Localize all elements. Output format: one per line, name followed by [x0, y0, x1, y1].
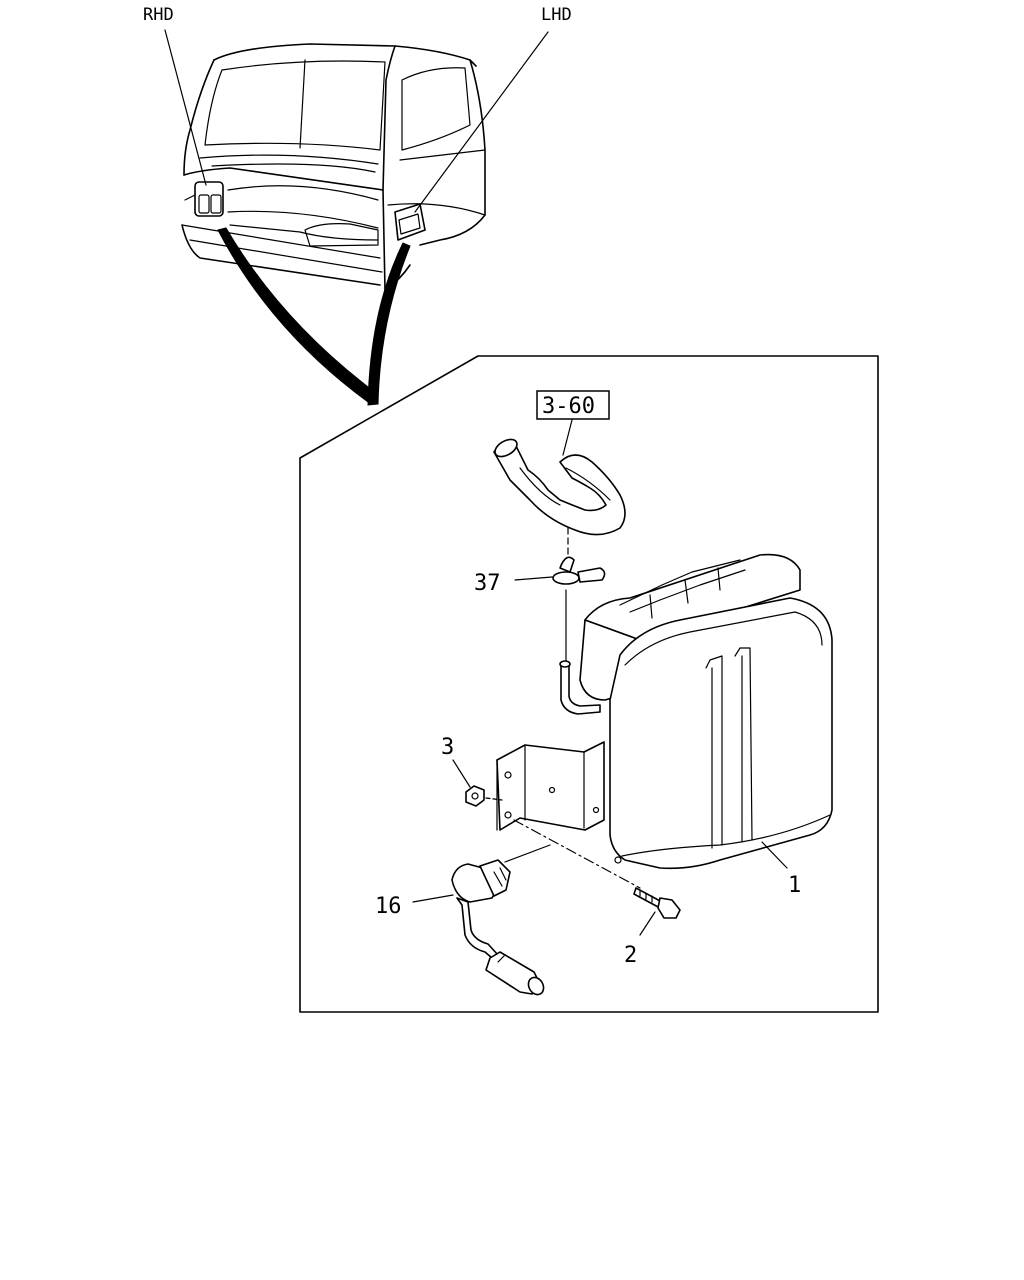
rhd-pointer-arrow [217, 227, 373, 403]
level-sensor [451, 859, 545, 996]
part-number-16: 16 [375, 894, 402, 919]
part-number-1: 1 [788, 873, 801, 898]
rhd-switch-location [194, 181, 224, 217]
part-number-2: 2 [624, 943, 637, 968]
rhd-label: RHD [143, 5, 174, 25]
clip [552, 556, 606, 585]
reference-box: 3-60 [536, 390, 610, 420]
lhd-label: LHD [541, 5, 572, 25]
part-number-3: 3 [441, 735, 454, 760]
nut [465, 785, 485, 807]
lhd-switch-location [394, 203, 426, 241]
bolt [633, 887, 681, 919]
rhd-leader-line [164, 29, 207, 186]
mounting-bracket [496, 741, 605, 831]
detail-frame [299, 355, 879, 1013]
reservoir-tank [579, 553, 833, 870]
reference-label: 3-60 [542, 394, 595, 419]
part-number-37: 37 [474, 571, 501, 596]
lhd-pointer-arrow [367, 242, 411, 406]
truck-cab [181, 43, 486, 291]
lhd-leader-line [414, 31, 549, 213]
hose [493, 438, 626, 536]
